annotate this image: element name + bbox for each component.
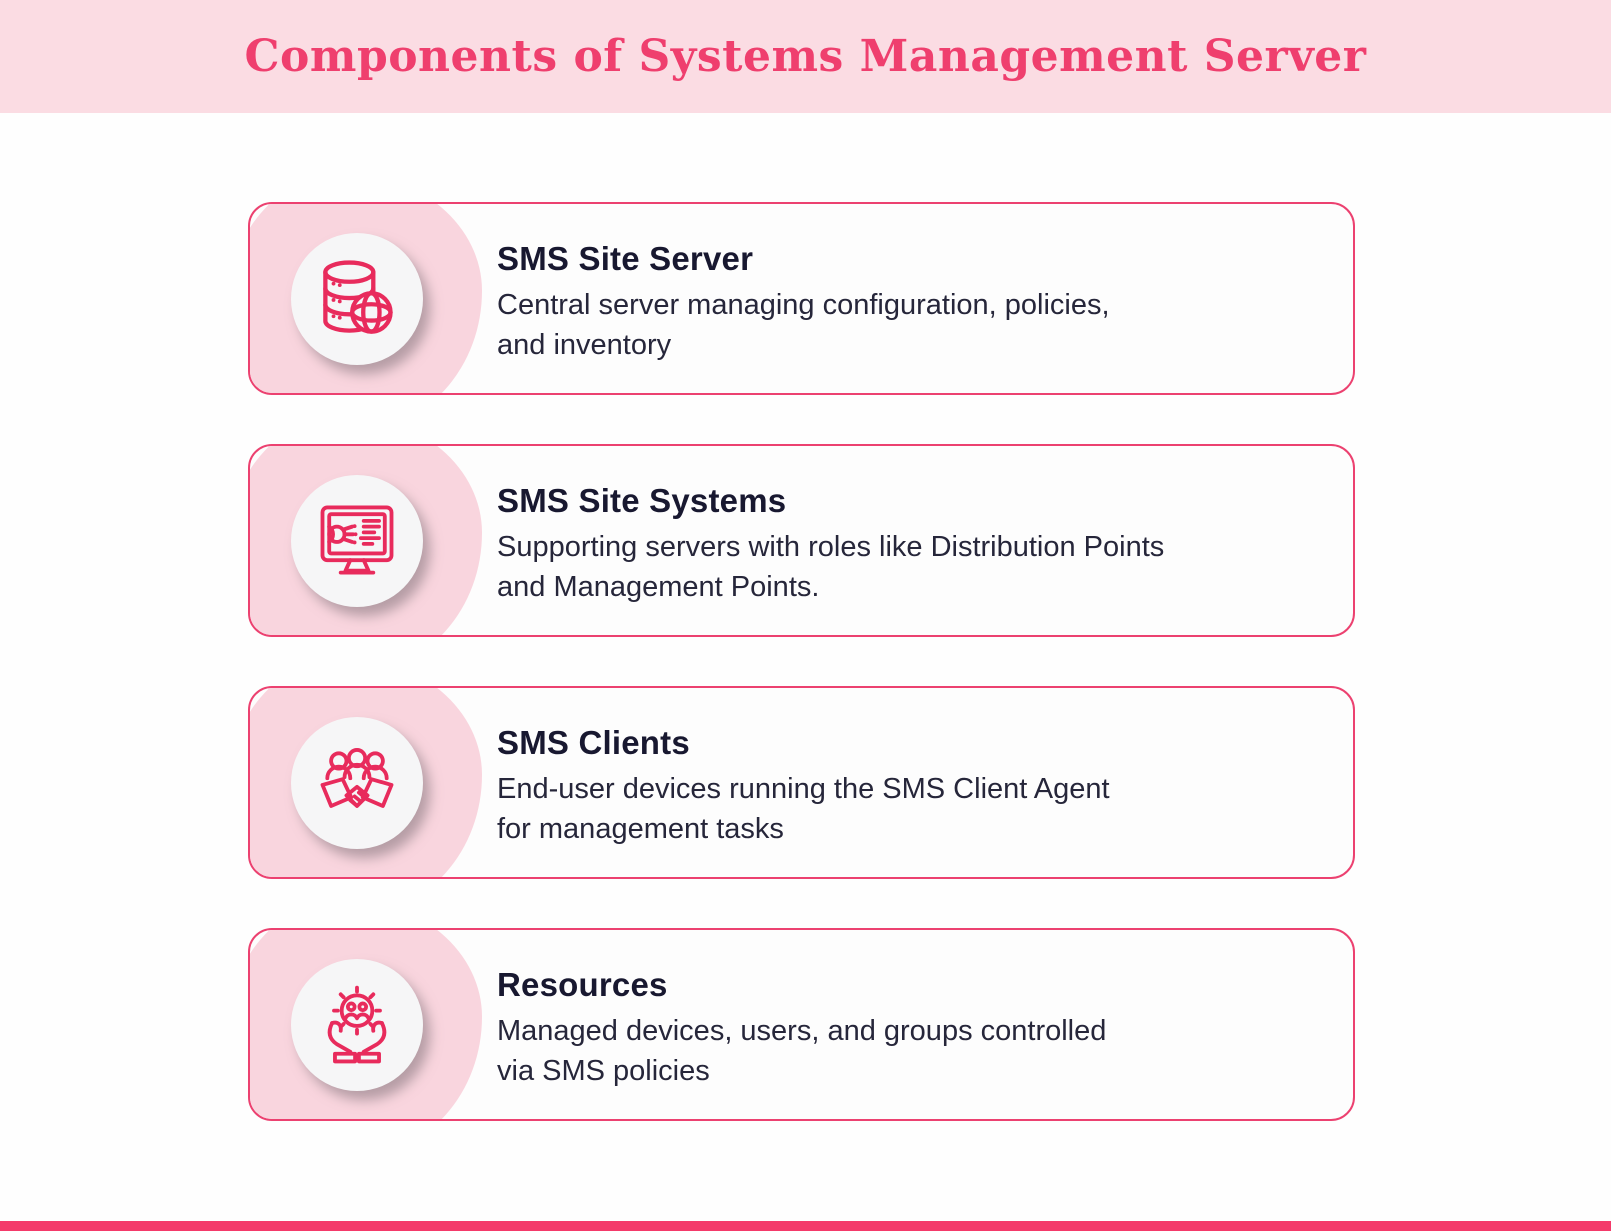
card-description-line: Managed devices, users, and groups contr… xyxy=(497,1015,1107,1047)
card-description-line: End-user devices running the SMS Client … xyxy=(497,773,1110,805)
icon-badge xyxy=(291,717,423,849)
header-band: Components of Systems Management Server xyxy=(0,0,1611,113)
card-description-line: via SMS policies xyxy=(497,1055,710,1087)
database-globe-icon xyxy=(323,260,393,334)
card-description-line: Supporting servers with roles like Distr… xyxy=(497,531,1165,563)
card-description-line: Central server managing configuration, p… xyxy=(497,289,1110,321)
card-description-line: for management tasks xyxy=(497,813,784,845)
card-resources: Resources Managed devices, users, and gr… xyxy=(248,928,1355,1121)
card-description-line: and Management Points. xyxy=(497,571,820,603)
card-text-block: Resources Managed devices, users, and gr… xyxy=(497,966,1106,1091)
card-title: SMS Site Server xyxy=(497,240,754,277)
icon-badge xyxy=(291,959,423,1091)
card-sms-site-systems: SMS Site Systems Supporting servers with… xyxy=(248,444,1355,637)
card-description-line: and inventory xyxy=(497,329,672,361)
card-title: SMS Site Systems xyxy=(497,482,787,519)
card-sms-site-server: SMS Site Server Central server managing … xyxy=(248,202,1355,395)
card-text-block: SMS Clients End-user devices running the… xyxy=(497,724,1110,849)
hands-gear-icon xyxy=(327,985,387,1064)
card-title: SMS Clients xyxy=(497,724,690,761)
page-title: Components of Systems Management Server xyxy=(244,31,1367,82)
icon-badge xyxy=(291,475,423,607)
footer-accent-bar xyxy=(0,1221,1611,1231)
card-sms-clients: SMS Clients End-user devices running the… xyxy=(248,686,1355,879)
card-text-block: SMS Site Server Central server managing … xyxy=(497,240,1110,365)
icon-badge xyxy=(291,233,423,365)
team-handshake-icon xyxy=(320,748,394,808)
card-list: SMS Site Server Central server managing … xyxy=(248,202,1355,1121)
monitor-circuit-icon xyxy=(320,505,394,575)
card-text-block: SMS Site Systems Supporting servers with… xyxy=(497,482,1164,607)
card-title: Resources xyxy=(497,966,668,1003)
